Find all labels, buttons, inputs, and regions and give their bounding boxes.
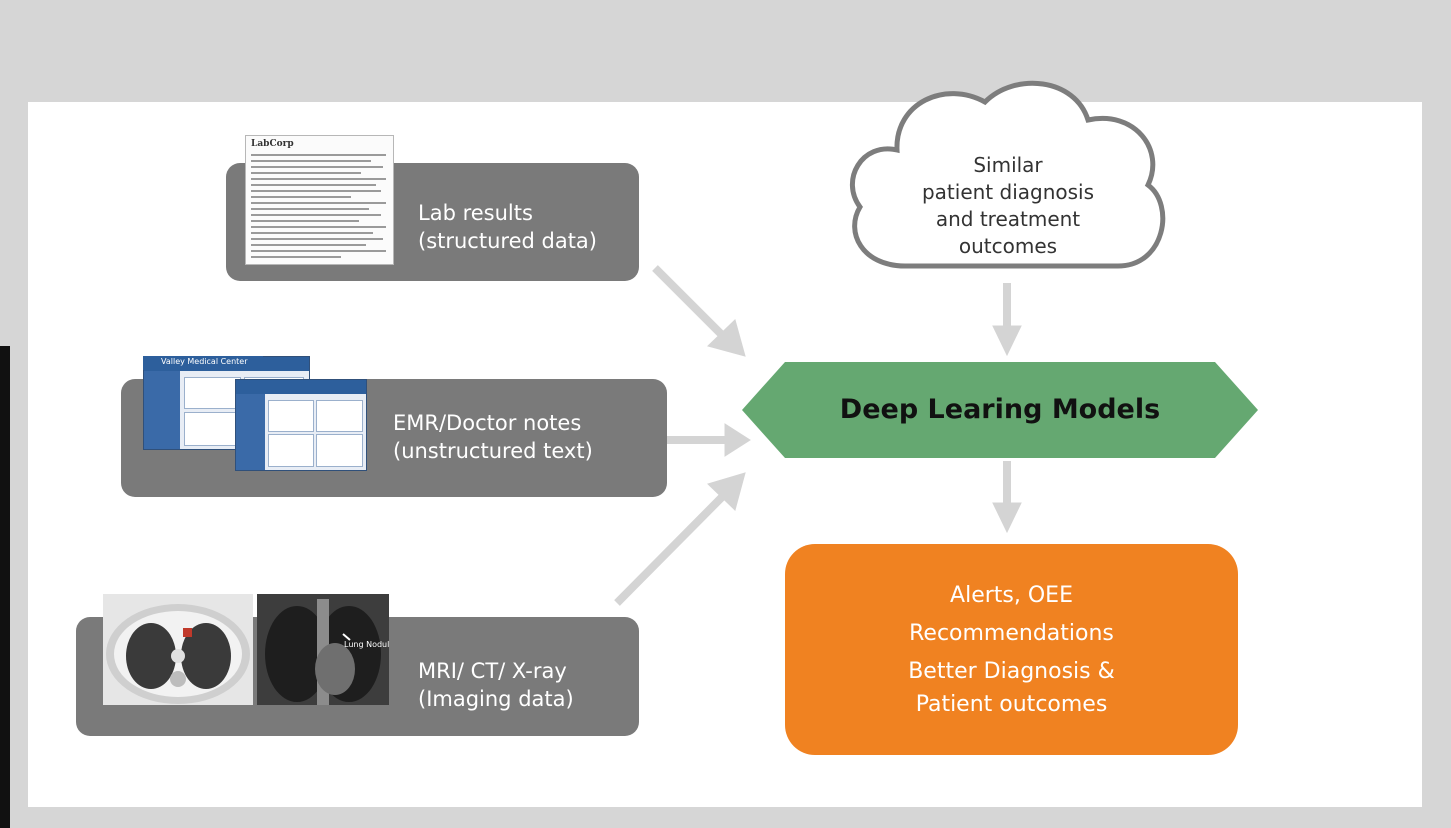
cloud-shape [849,80,1166,269]
lab-results-title: Lab results [418,201,533,225]
emr-screenshot-front [235,379,367,471]
cloud-line-3: and treatment [935,207,1081,231]
model-label: Deep Learing Models [839,394,1161,425]
arrow-cloud-to-model [992,283,1022,357]
lab-results-subtitle: (structured data) [418,229,597,253]
output-line-2: Recommendations [909,621,1114,646]
chest-xray-image: Lung Nodule [257,594,389,705]
cloud-label: Similar patient diagnosis and treatment … [897,152,1119,260]
lung-nodule-label: Lung Nodule [344,640,389,649]
imaging-title: MRI/ CT/ X-ray [418,659,567,683]
imaging-subtitle: (Imaging data) [418,687,574,711]
emr-screenshot-top: Valley Medical Center [143,356,263,370]
output-line-3: Better Diagnosis & [908,659,1115,684]
output-line-4: Patient outcomes [915,692,1108,717]
output-box: Alerts, OEE Recommendations Better Diagn… [785,544,1238,755]
output-line-1: Alerts, OEE [950,583,1073,608]
lab-report-thumbnail: LabCorp [245,135,394,265]
arrow-model-to-output [992,461,1022,534]
arrow-emr-to-model [667,423,751,457]
lab-report-header: LabCorp [251,139,294,149]
emr-notes-subtitle: (unstructured text) [393,439,593,463]
cloud-line-1: Similar [973,153,1043,177]
ct-scan-image [103,594,253,705]
cloud-line-4: outcomes [958,234,1058,258]
arrow-imaging-to-model [614,472,746,606]
emr-notes-title: EMR/Doctor notes [393,411,582,435]
cloud-line-2: patient diagnosis [921,180,1095,204]
model-hexagon [742,362,1258,458]
arrow-lab-to-model [652,265,746,357]
emr-window-title: Valley Medical Center [161,357,248,366]
